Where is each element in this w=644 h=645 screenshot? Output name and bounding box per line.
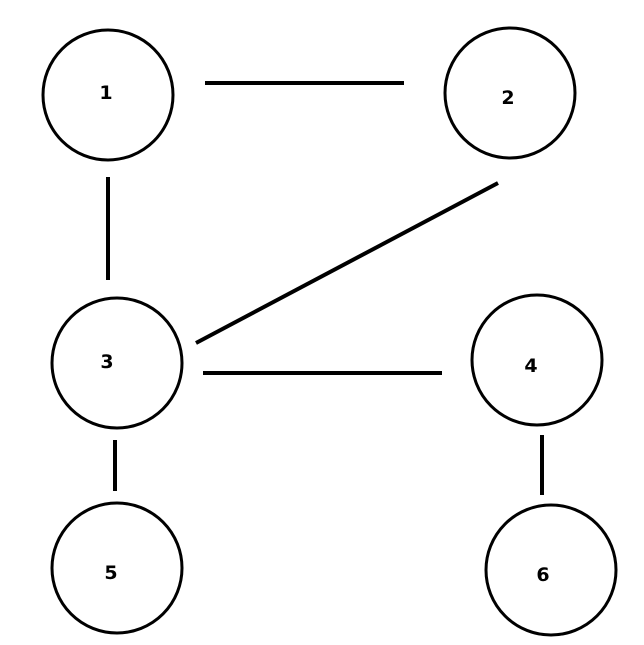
node-5-label: 5 [104, 562, 117, 584]
node-3-circle [50, 296, 184, 430]
node-1-circle [41, 28, 175, 162]
node-4-circle [470, 293, 604, 427]
node-1: 1 [41, 28, 175, 162]
node-6-circle [484, 503, 618, 637]
edge-2-3 [195, 181, 499, 345]
node-2-label: 2 [501, 87, 514, 109]
node-3: 3 [50, 296, 184, 430]
node-1-label: 1 [99, 82, 112, 104]
node-4-label: 4 [524, 355, 537, 377]
node-2-circle [443, 26, 577, 160]
node-5: 5 [50, 501, 184, 635]
node-6-label: 6 [536, 564, 549, 586]
node-3-label: 3 [100, 351, 113, 373]
node-2: 2 [443, 26, 577, 160]
node-6: 6 [484, 503, 618, 637]
node-5-circle [50, 501, 184, 635]
node-4: 4 [470, 293, 604, 427]
